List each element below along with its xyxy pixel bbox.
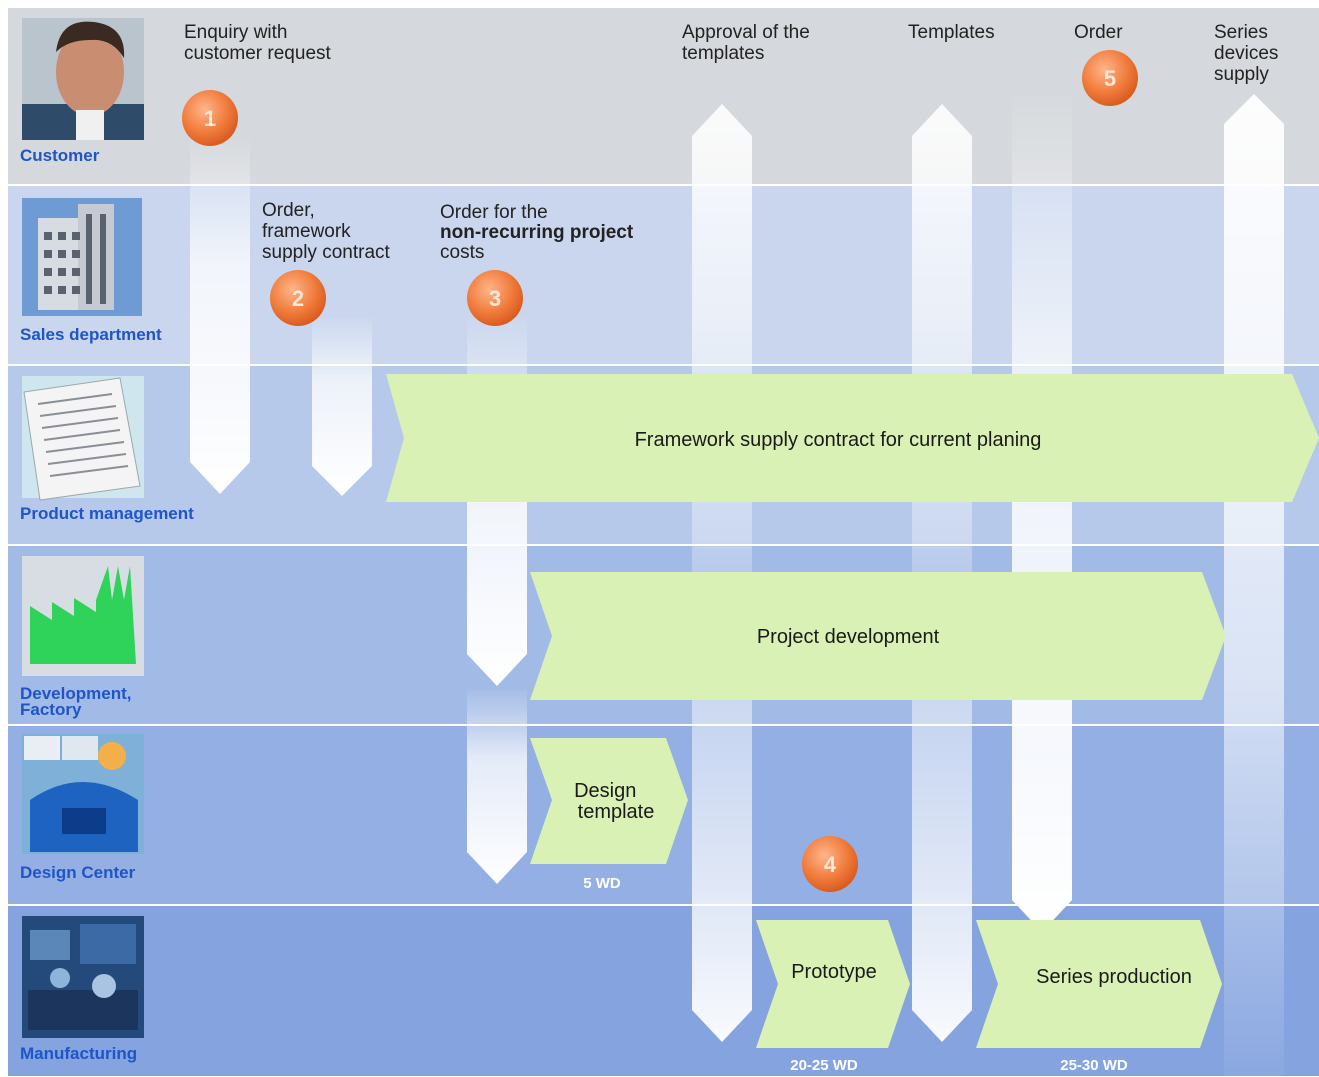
step-series-supply-line1: Series (1214, 22, 1268, 43)
step-captions: Enquiry with customer request Order, fra… (184, 22, 1284, 263)
duration-series-production: 25-30 WD (1060, 1057, 1128, 1074)
design-screens-image (22, 734, 144, 854)
lane-images (22, 18, 144, 1038)
lane-label-manufacturing: Manufacturing (20, 1044, 137, 1063)
phase-prototype (756, 920, 910, 1048)
phase-design-template-label: Design template (574, 780, 654, 823)
step-order-framework-line2: framework (262, 221, 351, 242)
documents-image (22, 376, 144, 501)
step-order-label: Order (1074, 22, 1123, 43)
step-series-supply-line2: devices (1214, 43, 1278, 64)
step-marker-2: 2 (270, 270, 326, 326)
step-marker-3-number: 3 (489, 286, 501, 311)
step-marker-4-number: 4 (824, 852, 837, 877)
step-series-supply-label: Series devices supply (1214, 22, 1284, 85)
lane-label-development-line2: Factory (20, 700, 82, 719)
step-order-framework-line3: supply contract (262, 242, 391, 263)
arrow-enquiry (190, 140, 250, 494)
lane-label-design: Design Center (20, 863, 136, 882)
step-order-nre-line3: costs (440, 242, 484, 263)
arrow-order (1012, 96, 1072, 932)
arrow-order-nre-lower (467, 690, 527, 884)
phase-design-template-line1: Design (574, 780, 636, 802)
phase-boxes (386, 374, 1319, 1048)
step-templates-label: Templates (908, 22, 995, 43)
phase-prototype-label: Prototype (791, 961, 877, 983)
lane-label-development: Development,Factory (20, 684, 131, 719)
step-order-nre-label: Order for the non-recurring project cost… (440, 202, 638, 263)
lane-label-sales: Sales department (20, 325, 162, 344)
step-marker-5-number: 5 (1104, 66, 1116, 91)
phase-series-production (976, 920, 1222, 1048)
step-enquiry-line1: Enquiry with (184, 22, 288, 43)
phase-design-template (530, 738, 688, 864)
step-enquiry-label: Enquiry with customer request (184, 22, 332, 64)
office-building-image (22, 198, 142, 316)
factory-image (22, 556, 144, 676)
phase-design-template-line2: template (578, 801, 655, 823)
phase-project-development-label: Project development (757, 626, 940, 648)
customer-portrait-image (22, 18, 144, 140)
step-order-framework-line1: Order, (262, 200, 315, 221)
step-markers: 1 2 3 4 5 (182, 50, 1138, 892)
step-marker-1-number: 1 (204, 106, 216, 131)
lane-label-product: Product management (20, 504, 194, 523)
step-marker-1: 1 (182, 90, 238, 146)
step-marker-4: 4 (802, 836, 858, 892)
lane-label-development-line1: Development, (20, 684, 131, 703)
duration-prototype: 20-25 WD (790, 1057, 858, 1074)
duration-design-template: 5 WD (583, 875, 621, 892)
phase-framework-contract (386, 374, 1319, 502)
step-approval-line1: Approval of the (682, 22, 810, 43)
step-marker-5: 5 (1082, 50, 1138, 106)
lane-labels: Customer Sales department Product manage… (20, 146, 194, 1063)
lane-label-customer: Customer (20, 146, 100, 165)
phase-framework-label: Framework supply contract for current pl… (635, 429, 1042, 451)
step-series-supply-line3: supply (1214, 64, 1269, 85)
step-marker-2-number: 2 (292, 286, 304, 311)
phase-project-development (530, 572, 1226, 700)
arrow-series-supply (1224, 94, 1284, 1076)
phase-labels: Framework supply contract for current pl… (574, 429, 1192, 988)
step-enquiry-line2: customer request (184, 43, 332, 64)
step-marker-3: 3 (467, 270, 523, 326)
durations: 5 WD 20-25 WD 25-30 WD (583, 875, 1128, 1074)
step-approval-label: Approval of the templates (682, 22, 815, 64)
arrow-order-framework (312, 318, 372, 496)
step-order-nre-line2: non-recurring project (440, 222, 634, 243)
phase-series-production-label: Series production (1036, 966, 1192, 988)
step-approval-line2: templates (682, 43, 764, 64)
production-line-image (22, 916, 144, 1038)
step-order-nre-line1: Order for the (440, 202, 548, 223)
step-order-framework-label: Order, framework supply contract (262, 200, 391, 263)
